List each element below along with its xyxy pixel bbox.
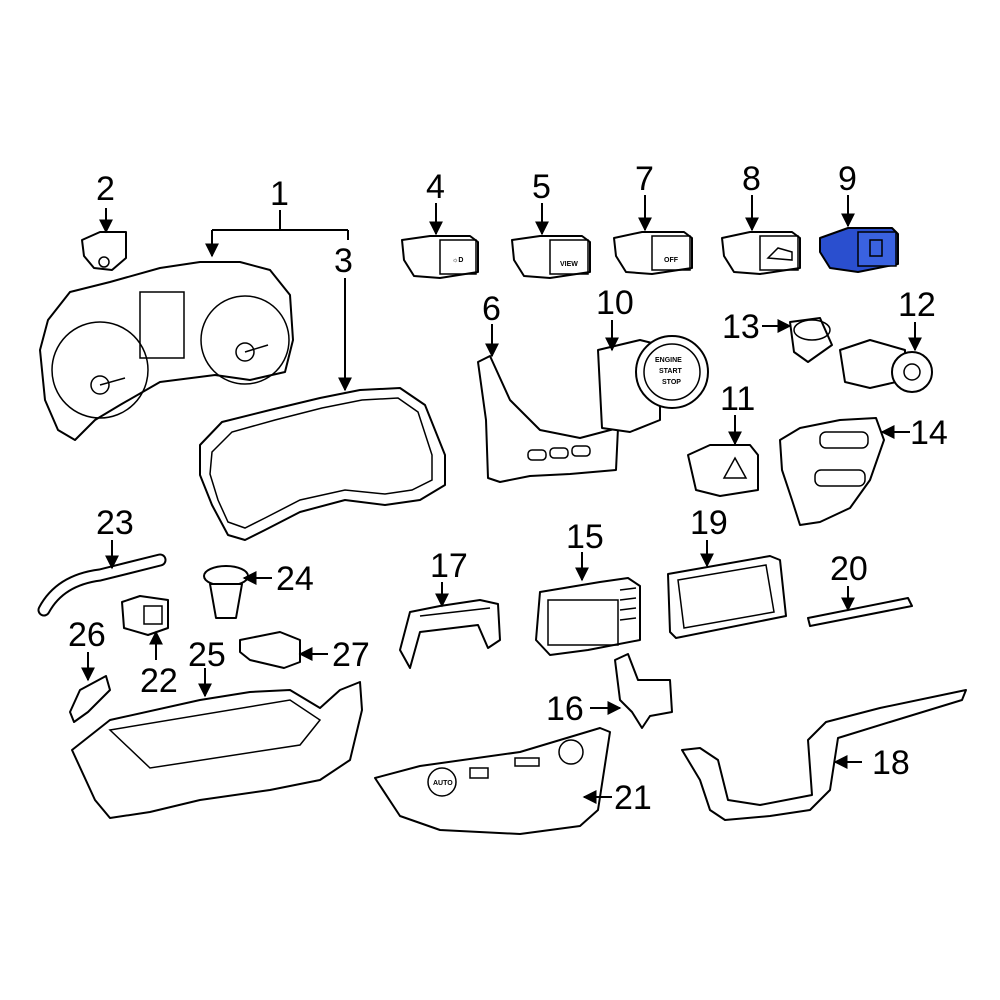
callout-21: 21: [614, 779, 652, 817]
callout-25: 25: [188, 636, 226, 674]
part-18-dash-trim[interactable]: [681, 689, 967, 821]
callout-17: 17: [430, 547, 468, 585]
callout-5: 5: [532, 168, 551, 206]
part-12-power-outlet[interactable]: [839, 339, 933, 393]
part-13-ring[interactable]: [789, 317, 833, 363]
part-23-hose[interactable]: [37, 553, 167, 617]
part-15-display-unit[interactable]: [535, 577, 641, 656]
part-2-bracket[interactable]: [81, 231, 127, 271]
callout-10: 10: [596, 284, 634, 322]
callout-18: 18: [872, 744, 910, 782]
callout-14: 14: [910, 414, 948, 452]
start-label-2: START: [659, 368, 683, 375]
callout-16: 16: [546, 690, 584, 728]
part-14-switch-module[interactable]: [779, 417, 885, 526]
part-1-instrument-cluster[interactable]: [39, 261, 294, 441]
callout-27: 27: [332, 636, 370, 674]
start-label-3: STOP: [662, 379, 681, 386]
callout-12: 12: [898, 286, 936, 324]
callout-4: 4: [426, 168, 445, 206]
callout-3: 3: [334, 242, 353, 280]
callout-1: 1: [270, 175, 289, 213]
callout-23: 23: [96, 504, 134, 542]
callout-8: 8: [742, 160, 761, 198]
svg-text:☼D: ☼D: [452, 257, 463, 264]
view-label: VIEW: [560, 261, 578, 268]
auto-label: AUTO: [433, 780, 453, 787]
callout-19: 19: [690, 504, 728, 542]
part-9-fuel-door-switch[interactable]: [819, 227, 899, 273]
start-label-1: ENGINE: [655, 357, 682, 364]
callout-13: 13: [722, 308, 760, 346]
callout-7: 7: [635, 160, 654, 198]
part-17-bracket-frame[interactable]: [399, 599, 501, 669]
part-7-off-switch[interactable]: OFF: [613, 231, 693, 275]
part-26-bracket[interactable]: [69, 675, 111, 723]
callout-26: 26: [68, 616, 106, 654]
part-19-display-screen[interactable]: [667, 555, 787, 639]
part-10-engine-start-button[interactable]: ENGINE START STOP: [597, 335, 709, 433]
part-20-trim-strip[interactable]: [807, 597, 913, 627]
callout-numbers: 1 2 3 4 5 6 7 8 9 10 11 12 13 14 15 16 1…: [68, 160, 948, 817]
off-label: OFF: [664, 257, 679, 264]
part-11-hazard-switch[interactable]: [687, 444, 759, 497]
callout-9: 9: [838, 160, 857, 198]
callout-6: 6: [482, 290, 501, 328]
callout-15: 15: [566, 518, 604, 556]
part-27-sensor[interactable]: [239, 631, 301, 669]
part-25-lower-dash-panel[interactable]: [71, 681, 363, 819]
callout-2: 2: [96, 170, 115, 208]
part-4-switch[interactable]: ☼D: [401, 235, 479, 279]
part-3-cluster-lens[interactable]: [199, 387, 446, 541]
part-6-switch-panel[interactable]: [477, 355, 619, 483]
callout-11: 11: [720, 380, 755, 418]
part-22-connector[interactable]: [121, 595, 169, 636]
callout-24: 24: [276, 560, 314, 598]
part-21-climate-panel[interactable]: AUTO: [374, 727, 611, 835]
callout-20: 20: [830, 550, 868, 588]
callout-22: 22: [140, 662, 178, 700]
part-8-trunk-switch[interactable]: [721, 231, 801, 275]
part-24-knob[interactable]: [203, 565, 249, 619]
part-16-bracket[interactable]: [614, 653, 673, 729]
leader-lines: [81, 195, 922, 804]
part-5-view-switch[interactable]: VIEW: [511, 235, 591, 279]
